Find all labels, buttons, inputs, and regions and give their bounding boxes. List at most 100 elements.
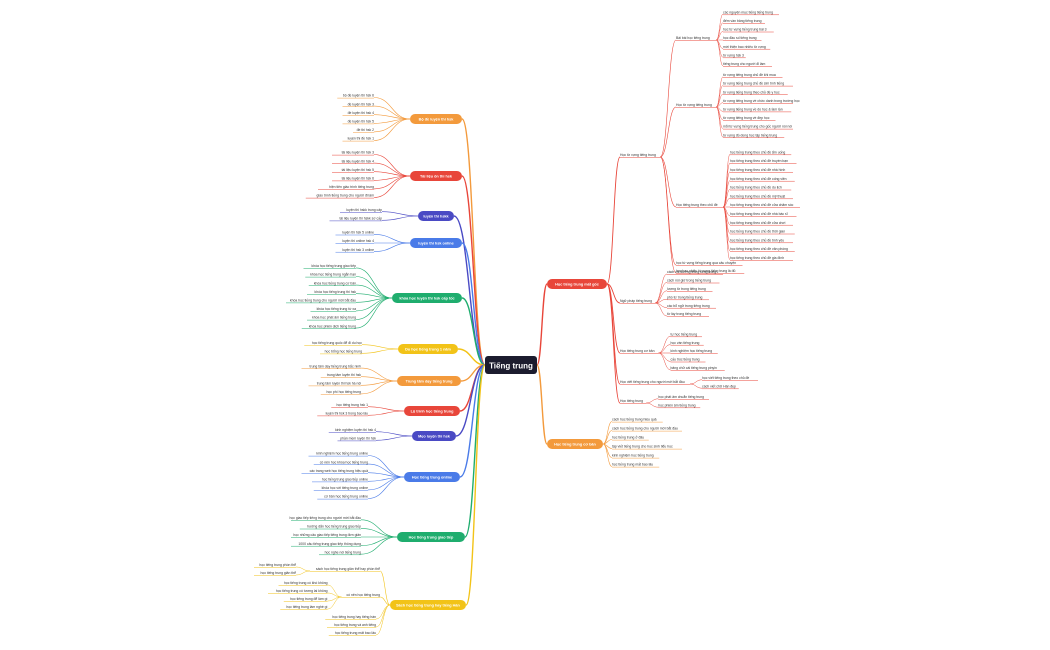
leaf-node-label[interactable]: khóa học tiếng trung cơ bản — [314, 281, 356, 285]
leaf-node-label[interactable]: cơ bản học tiếng trung online — [324, 495, 368, 499]
leaf-node-label[interactable]: luyện thi đề hsk 1 — [348, 137, 375, 141]
left-branch-box[interactable] — [410, 171, 462, 181]
leaf-node-label[interactable]: hiện tiên giáo trình tiếng trung — [329, 185, 374, 189]
left-branch-label[interactable]: Lộ trình học tiếng trung — [411, 409, 454, 413]
left-branch-box[interactable] — [412, 431, 456, 441]
leaf-node-label[interactable]: luyện thi hsk 3 online — [342, 248, 374, 252]
leaf-node-label[interactable]: học tiếng trung theo chủ đề văn phòng — [730, 247, 788, 251]
leaf-node-label[interactable]: luyện thi hskk trung cấp — [346, 208, 382, 212]
leaf-node-label[interactable]: học giao tiếp tiếng trung cho người mới … — [289, 515, 361, 520]
leaf-node-label[interactable]: khóa học phiên dịch tiếng trung — [309, 324, 356, 328]
leaf-node-label[interactable]: học tiếng trung theo chủ đề gia đình — [730, 256, 784, 260]
leaf-node-label[interactable]: 1000 câu tiếng trung giao tiếp thông dụn… — [298, 542, 361, 546]
left-branch-label[interactable]: Du học tiếng trung 1 năm — [405, 347, 451, 351]
leaf-node-label[interactable]: đề luyện thi hsk 5 — [348, 120, 375, 124]
leaf-node-label[interactable]: kinh nghiệm học tiếng trung — [612, 454, 654, 458]
right-branch-box[interactable] — [547, 279, 607, 289]
leaf-node-label[interactable]: phần mềm luyện thi hsk — [340, 437, 376, 441]
leaf-node-label[interactable]: khóa học với tiếng trung online — [322, 486, 368, 490]
leaf-node-label[interactable]: Học từ vựng tiếng trung — [676, 103, 712, 107]
leaf-node-label[interactable]: trung tâm dạy tiếng trung bắc ninh — [310, 363, 362, 368]
leaf-node-label[interactable]: tự học tiếng trung — [671, 332, 698, 336]
leaf-node-label[interactable]: học tiếng trung theo chủ đề cống viên — [730, 177, 787, 181]
leaf-node-label[interactable]: Học tiếng trung — [620, 399, 643, 403]
left-branch-label[interactable]: khóa học luyện thi hsk cấp tốc — [399, 296, 454, 300]
leaf-node-label[interactable]: học tiếng trung theo chủ đề cửa chơi — [730, 221, 786, 225]
leaf-node-label[interactable]: học những câu giao tiếp tiếng trung đơn … — [293, 533, 361, 537]
leaf-node-label[interactable]: cách học tiếng trung hiệu quả — [612, 418, 657, 422]
left-branch-label[interactable]: Mẹo luyện thi hsk — [418, 434, 451, 438]
leaf-node-label[interactable]: học tiếng trung theo chủ đề mỹ thuật — [730, 194, 785, 198]
leaf-node-label[interactable]: lượng từ trong tiếng trung — [667, 287, 706, 291]
left-branch-label[interactable]: Sách học tiếng trung hay tiếng Hán — [396, 603, 460, 607]
leaf-node-label[interactable]: đề thi hsk 2 — [357, 128, 374, 132]
leaf-node-label[interactable]: mới thiện bao nhiêu từ vựng — [723, 45, 766, 49]
leaf-node-label[interactable]: học đầu số tiếng trung — [723, 36, 757, 40]
leaf-node-label[interactable]: học từ vựng tiếng trung qua câu chuyện — [676, 261, 736, 265]
leaf-node-label[interactable]: cách chỉ đường trong tiếng trung — [667, 270, 716, 274]
leaf-node-label[interactable]: từ vựng tiếng trung theo chủ đề y học — [723, 90, 780, 94]
leaf-node-label[interactable]: học từ vựng tiếng trung bài 3 — [723, 28, 767, 32]
left-branch-box[interactable] — [410, 238, 462, 248]
right-branch-box[interactable] — [547, 439, 603, 449]
leaf-node-label[interactable]: từ vựng hsk 3 — [723, 53, 744, 57]
leaf-node-label[interactable]: khóa học tiếng trung ngắn hạn — [310, 272, 356, 277]
leaf-node-label[interactable]: các trang web học tiếng trung hiệu quả — [310, 469, 369, 473]
left-branch-label[interactable]: Tài liệu ôn thi hsk — [420, 174, 453, 178]
leaf-node-label[interactable]: học tiếng trung giao tiếp online — [322, 478, 368, 482]
leaf-node-label[interactable]: Học viết tiếng trung cho người mới bắt đ… — [620, 379, 685, 384]
leaf-node-label[interactable]: từ vựng tiếng trung chủ đề sim tình tiến… — [723, 82, 784, 86]
leaf-node-label[interactable]: bộ đề luyện thi hsk 6 — [343, 94, 374, 98]
leaf-node-label[interactable]: học tiếng trung làm nghề gì — [286, 605, 327, 609]
left-branch-label[interactable]: Trung tâm dạy tiếng trung — [406, 379, 454, 383]
leaf-node-label[interactable]: học nghe nói tiếng trung — [325, 550, 361, 554]
leaf-node-label[interactable]: học tiếng trung và anh tiếng — [334, 623, 376, 627]
left-branch-label[interactable]: Học tiếng trung giao tiếp — [409, 535, 454, 539]
leaf-node-label[interactable]: học bao nhiêu từ vựng tiếng trung là đủ — [676, 269, 736, 273]
leaf-node-label[interactable]: kinh nghiệm học tiếng trung online — [316, 452, 368, 456]
left-branch-box[interactable] — [392, 293, 462, 303]
leaf-node-label[interactable]: học viết tiếng trung theo chủ đề — [702, 376, 749, 380]
leaf-node-label[interactable]: khóa học tiếng trung cho người mới bắt đ… — [290, 298, 356, 303]
leaf-node-label[interactable]: học tiếng trung để làm gì — [290, 597, 327, 601]
central-topic-label[interactable]: Tiếng trung — [489, 362, 533, 371]
leaf-node-label[interactable]: các nguyên mục tiếng tiếng trung — [723, 10, 773, 14]
central-topic-box[interactable] — [485, 356, 537, 374]
leaf-node-label[interactable]: học tiếng trung hsk 1 — [337, 403, 369, 407]
leaf-node-label[interactable]: khóa học phát âm tiếng trung — [312, 316, 356, 320]
leaf-node-label[interactable]: học phát âm chuẩn tiếng trung — [658, 395, 704, 399]
leaf-node-label[interactable]: trung tâm luyện thi hsk — [327, 373, 361, 377]
leaf-node-label[interactable]: khóa học tiếng trung thi hsk — [315, 290, 357, 294]
leaf-node-label[interactable]: học bổng học tiếng trung — [325, 350, 362, 354]
leaf-node-label[interactable]: đề luyện thi hsk 4 — [348, 111, 375, 115]
leaf-node-label[interactable]: Học tiếng trung theo chủ đề — [676, 203, 718, 207]
leaf-node-label[interactable]: từ vựng tiếng trung chủ đề khi mua — [723, 73, 776, 77]
leaf-node-label[interactable]: học tiếng trung ở đâu — [612, 436, 644, 440]
leaf-node-label[interactable]: cách nói giờ trong tiếng trung — [667, 279, 711, 283]
leaf-node-label[interactable]: từ vựng đồ dùng học tập tiếng trung — [723, 133, 777, 137]
leaf-node-label[interactable]: Ngữ pháp tiếng trung — [620, 299, 652, 303]
left-branch-label[interactable]: luyện thi hskk — [423, 214, 449, 218]
leaf-node-label[interactable]: học tiếng trung hay tiếng hàn — [332, 615, 376, 619]
leaf-node-label[interactable]: học tiếng trung phồn thể — [259, 563, 296, 567]
leaf-node-label[interactable]: khóa học tiếng trung từ xa — [317, 307, 357, 311]
leaf-node-label[interactable]: hướng dẫn học tiếng trung giao tiếp — [307, 524, 361, 529]
leaf-node-label[interactable]: luyện thi online hsk 4 — [342, 239, 374, 243]
leaf-node-label[interactable]: học vần tiếng trung — [671, 341, 700, 345]
leaf-node-label[interactable]: luyện thi hsk 3 trong bao lâu — [326, 412, 369, 416]
leaf-node-label[interactable]: học tiếng trung có tương lai không — [276, 589, 328, 593]
leaf-node-label[interactable]: học phiên âm tiếng trung — [658, 403, 695, 407]
leaf-node-label[interactable]: học tiếng trung theo chủ đề nhà bác sĩ — [730, 212, 789, 216]
leaf-node-label[interactable]: học tiếng trung mất bao lâu — [612, 463, 653, 467]
leaf-node-label[interactable]: tài liệu luyện thi hsk 4 — [342, 159, 375, 163]
leaf-node-label[interactable]: tài liệu luyện thi hskk sơ cấp — [339, 217, 382, 221]
leaf-node-label[interactable]: tài liệu luyện thi hsk 5 — [342, 168, 375, 172]
leaf-node-label[interactable]: bảng chữ cái tiếng trung pinyin — [671, 366, 717, 370]
leaf-node-label[interactable]: đếm vần bảng tiếng trung — [723, 19, 762, 23]
leaf-node-label[interactable]: từ vựng tiếng trung về do học & lầm lần — [723, 108, 783, 112]
right-branch-label[interactable]: Học tiếng trung cơ bản — [554, 442, 596, 446]
leaf-node-label[interactable]: luyện thi hsk 5 online — [342, 231, 374, 235]
left-branch-box[interactable] — [398, 344, 458, 354]
left-branch-box[interactable] — [397, 376, 461, 386]
leaf-node-label[interactable]: trung tâm luyện thi hsk hà nội — [317, 382, 362, 386]
